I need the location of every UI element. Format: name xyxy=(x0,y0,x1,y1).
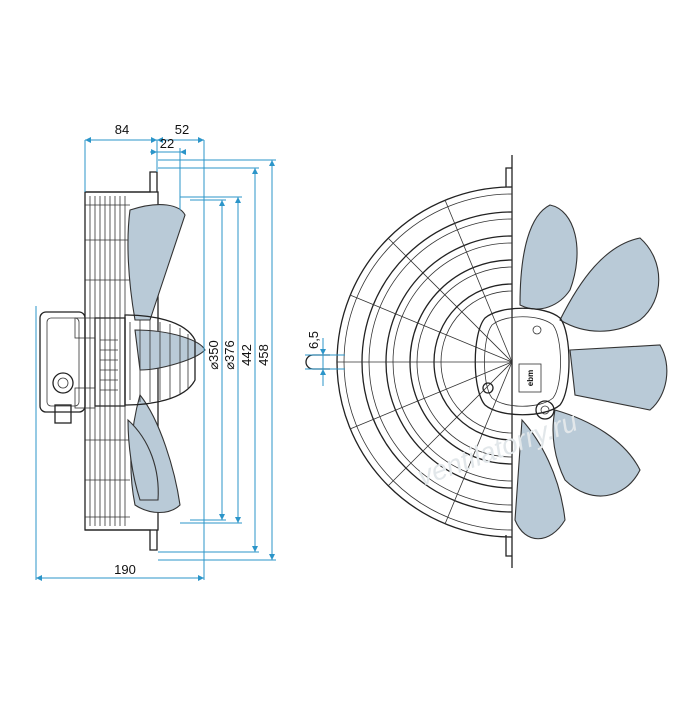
side-view: 84 52 22 190 ⌀350 ⌀376 442 458 xyxy=(35,122,276,581)
brand-badge-text: ebm xyxy=(526,370,535,386)
mount-tab-top xyxy=(85,171,158,193)
dim-label-dia376: ⌀376 xyxy=(222,340,237,370)
dimension-6-5 xyxy=(305,338,345,386)
fan-blades-side xyxy=(127,204,206,514)
motor-hub-front xyxy=(474,307,570,420)
dim-label-dia350: ⌀350 xyxy=(206,340,221,370)
mount-tab-bottom xyxy=(85,529,158,551)
guard-strips-side xyxy=(85,204,130,518)
fan-blades-front xyxy=(514,204,668,540)
brand-badge: ebm xyxy=(518,363,542,393)
front-view: 6,5 ebm xyxy=(305,155,668,568)
dimension-lines-side xyxy=(35,137,276,581)
dim-label-442: 442 xyxy=(239,344,254,366)
dim-label-52: 52 xyxy=(175,122,189,137)
terminal-box-side xyxy=(39,311,96,424)
dim-label-6-5: 6,5 xyxy=(306,331,321,349)
dim-label-190: 190 xyxy=(114,562,136,577)
motor-side xyxy=(94,314,196,407)
dim-label-84: 84 xyxy=(115,122,129,137)
front-mount-tab-top xyxy=(505,167,512,187)
guard-rings-front xyxy=(336,186,512,538)
dim-label-22: 22 xyxy=(160,136,174,151)
dim-label-458: 458 xyxy=(256,344,271,366)
front-mount-tab-bottom xyxy=(505,535,512,557)
fixing-stub xyxy=(305,354,330,370)
